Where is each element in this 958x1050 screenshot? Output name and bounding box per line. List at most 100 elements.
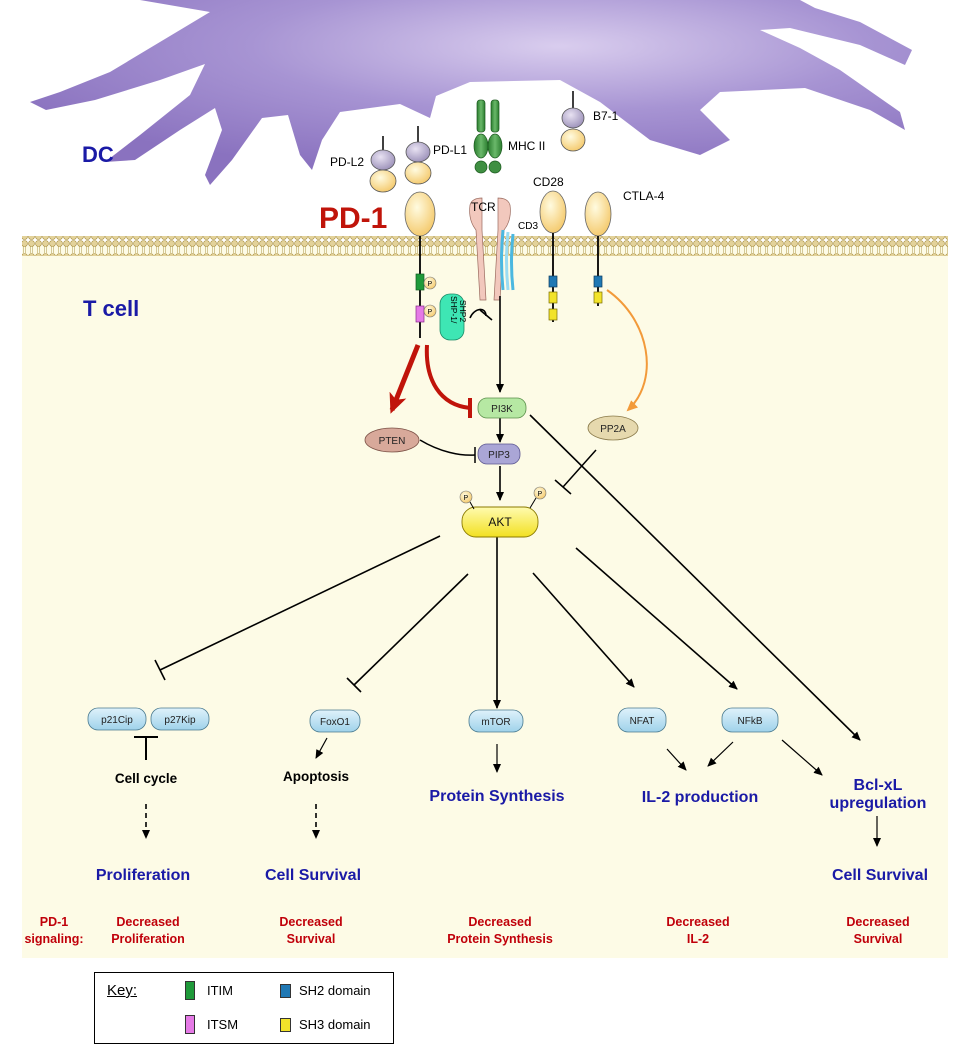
svg-text:FoxO1: FoxO1 — [320, 717, 350, 728]
svg-text:AKT: AKT — [488, 515, 512, 529]
outcome-1-line1: Decreased — [116, 915, 179, 929]
edge-pp2a-inhibits-akt — [562, 449, 597, 488]
node-mtor: mTOR — [468, 709, 524, 733]
node-pip3: PIP3 — [477, 443, 521, 465]
edge-pd1-inhibits-pi3k — [424, 344, 471, 410]
b7-1-label: B7-1 — [593, 109, 619, 123]
key-itim: ITIM — [185, 981, 233, 1000]
ctla4-label: CTLA-4 — [623, 189, 665, 203]
signaling-row-label-1: PD-1 — [40, 915, 69, 929]
b7-1-ligand — [560, 91, 586, 152]
svg-text:p21Cip: p21Cip — [101, 715, 133, 726]
bclxl-label-line2: upregulation — [830, 795, 927, 812]
ctla4-receptor — [584, 191, 612, 306]
legend-key: Key: ITIM ITSM SH2 domain SH3 domain — [94, 972, 394, 1044]
shp-phosphatase — [439, 293, 465, 341]
node-foxo1: FoxO1 — [309, 709, 361, 733]
svg-text:PIP3: PIP3 — [488, 450, 510, 461]
node-p27kip: p27Kip — [150, 707, 210, 731]
cd3-label: CD3 — [518, 221, 538, 232]
cell-survival-1-label: Cell Survival — [265, 867, 361, 884]
outcome-5-line2: Survival — [854, 932, 903, 946]
edge-nfat-il2 — [666, 748, 687, 771]
cd28-label: CD28 — [533, 175, 564, 189]
outcome-5-line1: Decreased — [846, 915, 909, 929]
key-sh2: SH2 domain — [280, 983, 371, 998]
svg-text:NFAT: NFAT — [630, 716, 655, 727]
svg-text:PTEN: PTEN — [379, 436, 406, 447]
svg-text:p27Kip: p27Kip — [164, 715, 196, 726]
edge-nfkb-bclxl — [781, 739, 823, 776]
sh2-swatch — [280, 983, 291, 998]
key-sh3: SH3 domain — [280, 1017, 371, 1032]
node-nfat: NFAT — [617, 707, 667, 733]
outcome-4-line1: Decreased — [666, 915, 729, 929]
bclxl-label-line1: Bcl-xL — [854, 777, 903, 794]
dendritic-cell — [30, 0, 912, 185]
t-cell-cytoplasm — [22, 246, 948, 958]
edge-foxo1-apoptosis — [315, 737, 328, 759]
cd3-complex — [500, 229, 515, 291]
tcr-label: TCR — [471, 200, 496, 214]
sh3-text: SH3 domain — [299, 1017, 371, 1032]
edge-akt-nfat — [532, 572, 635, 688]
itim-text: ITIM — [207, 983, 233, 998]
edge-akt-inhibits-foxo1 — [353, 573, 469, 686]
node-pten: PTEN — [364, 427, 420, 453]
il2-production-label: IL-2 production — [642, 789, 758, 806]
protein-synthesis-label: Protein Synthesis — [429, 788, 564, 805]
shp-2-label: SHP2 — [458, 300, 468, 322]
node-nfkb: NFkB — [721, 707, 779, 733]
signaling-row-label-2: signaling: — [24, 932, 83, 946]
edge-pd1-pten — [389, 344, 421, 414]
cd28-receptor — [539, 190, 567, 322]
svg-text:PP2A: PP2A — [600, 424, 626, 435]
shp-1-label: SHP-1/ — [449, 296, 459, 324]
cell-cycle-label: Cell cycle — [115, 771, 178, 786]
outcome-4-line2: IL-2 — [687, 932, 709, 946]
dc-label: DC — [82, 142, 114, 167]
pd1-label: PD-1 — [319, 202, 387, 235]
cell-survival-2-label: Cell Survival — [832, 867, 928, 884]
sh2-text: SH2 domain — [299, 983, 371, 998]
pd-l2-label: PD-L2 — [330, 155, 364, 169]
itim-swatch — [185, 981, 195, 1000]
node-pi3k: PI3K — [477, 397, 527, 419]
pd-l1-ligand — [404, 126, 432, 185]
edge-pi3k-bclxl — [529, 414, 861, 741]
phospho-label-itim: P — [428, 281, 433, 288]
pd1-receptor — [404, 191, 437, 338]
node-pp2a: PP2A — [587, 415, 639, 441]
outcome-1-line2: Proliferation — [111, 932, 185, 946]
node-p21cip: p21Cip — [87, 707, 147, 731]
edge-ctla4-pp2a — [606, 289, 648, 412]
mhc-ii-label: MHC II — [508, 139, 545, 153]
key-title: Key: — [107, 982, 138, 999]
svg-text:PI3K: PI3K — [491, 404, 513, 415]
sh3-swatch — [280, 1017, 291, 1032]
edge-nfkb-il2 — [707, 741, 734, 767]
outcome-3-line1: Decreased — [468, 915, 531, 929]
phospho-label-itsm: P — [428, 309, 433, 316]
outcome-2-line2: Survival — [287, 932, 336, 946]
svg-text:NFkB: NFkB — [738, 716, 763, 727]
edge-akt-inhibits-p21 — [159, 535, 441, 671]
itsm-text: ITSM — [207, 1017, 239, 1032]
svg-text:mTOR: mTOR — [481, 717, 510, 728]
key-itsm: ITSM — [185, 1015, 238, 1034]
mhc-ii — [473, 99, 503, 174]
proliferation-label: Proliferation — [96, 867, 190, 884]
pd-l2-ligand — [369, 136, 397, 193]
apoptosis-label: Apoptosis — [283, 769, 349, 784]
edge-pten-inhibits-pip3 — [419, 439, 476, 456]
edge-akt-nfkb — [575, 547, 738, 690]
akt-phospho-left: P — [464, 495, 469, 502]
cell-membrane — [22, 236, 948, 256]
outcome-3-line2: Protein Synthesis — [447, 932, 553, 946]
akt-phospho-right: P — [538, 491, 543, 498]
outcome-2-line1: Decreased — [279, 915, 342, 929]
node-akt: AKT — [459, 486, 547, 538]
pd-l1-label: PD-L1 — [433, 143, 467, 157]
itsm-swatch — [185, 1015, 195, 1034]
t-cell-label: T cell — [83, 296, 139, 321]
